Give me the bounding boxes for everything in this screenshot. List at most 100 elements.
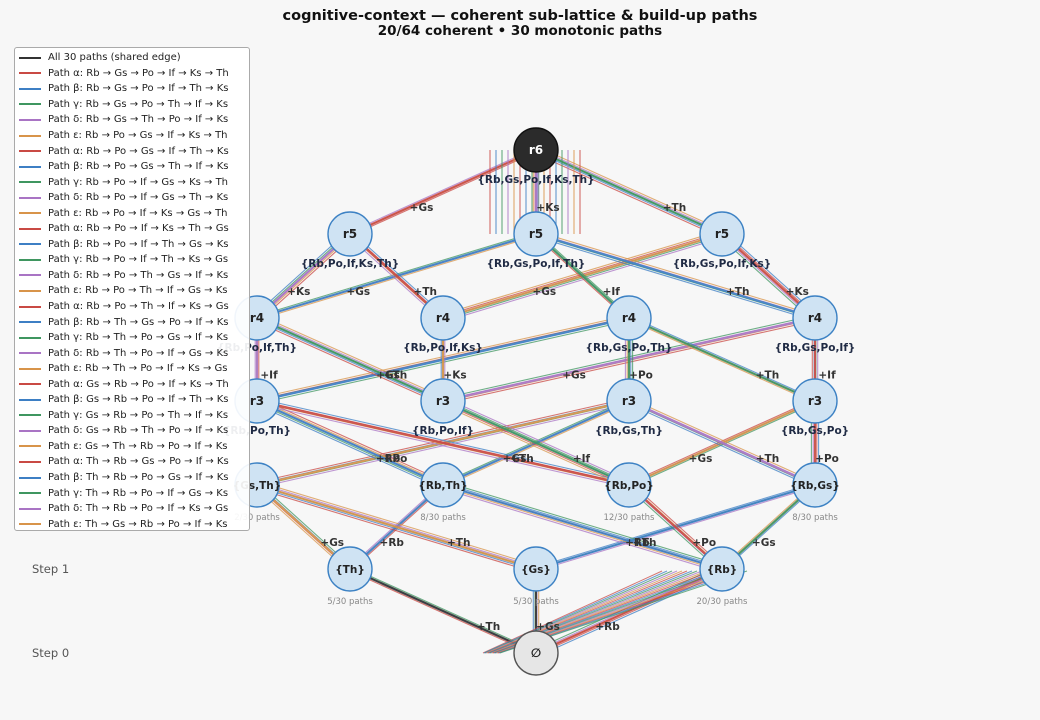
bottom-fan-strand bbox=[486, 570, 683, 654]
node-circle bbox=[606, 295, 652, 341]
edge-r3b-r4a bbox=[255, 314, 445, 405]
legend-label: Path ε: Rb → Po → If → Ks → Gs → Th bbox=[48, 207, 228, 219]
legend-swatch bbox=[19, 460, 41, 463]
legend-label: Path β: Rb → Po → If → Th → Gs → Ks bbox=[48, 238, 229, 250]
edge-label: +If bbox=[573, 453, 591, 465]
legend-item: Path β: Gs → Rb → Po → If → Th → Ks bbox=[19, 392, 245, 408]
node-label: {Th} bbox=[335, 564, 365, 576]
node-circle bbox=[606, 462, 652, 508]
edge-strand bbox=[444, 397, 631, 483]
edge-rbth-r3a bbox=[255, 397, 445, 489]
legend-swatch bbox=[19, 289, 41, 292]
legend-swatch bbox=[19, 305, 41, 308]
edge-strand bbox=[258, 314, 445, 399]
edge-main-stroke bbox=[535, 232, 816, 320]
edge-r5a-r6 bbox=[349, 147, 537, 237]
figure-title: cognitive-context — coherent sub-lattice… bbox=[283, 8, 758, 24]
legend-item: Path α: Rb → Po → Th → If → Ks → Gs bbox=[19, 299, 245, 315]
edge-main-stroke bbox=[535, 148, 723, 236]
edge-strand bbox=[536, 570, 723, 656]
edge-strand bbox=[629, 315, 816, 400]
legend-swatch bbox=[19, 274, 41, 277]
legend-label: Path α: Rb → Po → If → Ks → Th → Gs bbox=[48, 223, 229, 235]
legend-label: Path β: Rb → Th → Gs → Po → If → Ks bbox=[48, 316, 229, 328]
legend-item: Path ε: Th → Gs → Rb → Po → If → Ks bbox=[19, 516, 245, 532]
node-r3c: r3{Rb,Gs,Th} bbox=[595, 378, 663, 437]
edge-strand bbox=[443, 398, 630, 484]
node-label: {Rb,Po} bbox=[604, 480, 653, 492]
edge-label: +Gs bbox=[410, 202, 434, 214]
node-r5a: r5{Rb,Po,If,Ks,Th} bbox=[301, 211, 399, 270]
edge-label: +Rb bbox=[380, 537, 405, 549]
legend-item: Path γ: Rb → Gs → Po → Th → If → Ks bbox=[19, 97, 245, 113]
edge-main-stroke bbox=[628, 399, 816, 487]
node-r5b: r5{Rb,Gs,Po,If,Th} bbox=[487, 211, 585, 270]
edge-label: +Th bbox=[414, 286, 437, 298]
edge-strand bbox=[255, 320, 442, 405]
edge-label: +Th bbox=[510, 453, 533, 465]
node-set-label: {Rb,Gs,Po,If} bbox=[775, 342, 856, 354]
legend-swatch bbox=[19, 165, 41, 168]
edge-strand bbox=[255, 487, 536, 573]
legend-item: Path α: Gs → Rb → Po → If → Ks → Th bbox=[19, 376, 245, 392]
node-label: r4 bbox=[436, 311, 450, 325]
edge-strand bbox=[350, 566, 537, 652]
legend-item: Path β: Rb → Po → If → Th → Gs → Ks bbox=[19, 237, 245, 253]
bottom-fan-strand bbox=[482, 570, 663, 654]
node-layer: ∅{Th}5/30 paths{Gs}5/30 paths{Rb}20/30 p… bbox=[217, 127, 856, 676]
node-path-count: 8/30 paths bbox=[792, 513, 838, 523]
legend-swatch bbox=[19, 87, 41, 90]
edge-strand bbox=[257, 397, 630, 483]
node-circle bbox=[513, 127, 559, 173]
legend-label: Path γ: Rb → Gs → Po → Th → If → Ks bbox=[48, 98, 229, 110]
legend-item: Path α: Rb → Po → If → Ks → Th → Gs bbox=[19, 221, 245, 237]
edge-label: +Th bbox=[756, 453, 779, 465]
legend-item: Path γ: Rb → Th → Po → Gs → If → Ks bbox=[19, 330, 245, 346]
node-circle bbox=[699, 546, 745, 592]
legend-item: Path γ: Rb → Po → If → Gs → Ks → Th bbox=[19, 174, 245, 190]
edge-strand bbox=[443, 482, 723, 568]
bottom-fan-strand bbox=[484, 570, 673, 654]
legend-item: Path δ: Rb → Po → If → Gs → Th → Ks bbox=[19, 190, 245, 206]
node-set-label: {Rb,Gs,Po,Th} bbox=[586, 342, 673, 354]
edge-label: +Po bbox=[629, 369, 653, 381]
edge-label: +Ks bbox=[443, 369, 466, 381]
edge-strand bbox=[257, 481, 538, 567]
legend-label: Path δ: Rb → Th → Po → If → Gs → Ks bbox=[48, 347, 229, 359]
legend-item: Path δ: Gs → Rb → Th → Po → If → Ks bbox=[19, 423, 245, 439]
edge-strand bbox=[256, 486, 536, 572]
edge-label: +Th bbox=[726, 286, 749, 298]
node-circle bbox=[792, 295, 838, 341]
edge-strand bbox=[349, 147, 536, 233]
legend-label: All 30 paths (shared edge) bbox=[48, 52, 181, 64]
path-legend: All 30 paths (shared edge)Path α: Rb → G… bbox=[14, 47, 250, 531]
edge-main-stroke bbox=[535, 567, 723, 655]
node-set-label: {Rb,Gs,Po,If,Ks} bbox=[673, 258, 772, 270]
legend-item: Path δ: Rb → Gs → Th → Po → If → Ks bbox=[19, 112, 245, 128]
edge-label: +Po bbox=[384, 453, 408, 465]
legend-swatch bbox=[19, 56, 41, 59]
node-label: {Rb} bbox=[707, 564, 738, 576]
node-r6: r6{Rb,Gs,Po,If,Ks,Th} bbox=[477, 127, 595, 186]
node-circle bbox=[699, 211, 745, 257]
node-circle bbox=[792, 462, 838, 508]
edge-label: +Rb bbox=[595, 621, 620, 633]
legend-label: Path δ: Rb → Gs → Th → Po → If → Ks bbox=[48, 114, 229, 126]
node-circle bbox=[792, 378, 838, 424]
step-1-label: Step 1 bbox=[32, 562, 69, 576]
node-label: ∅ bbox=[531, 646, 541, 660]
edge-label: +Gs bbox=[320, 537, 344, 549]
node-circle bbox=[420, 295, 466, 341]
legend-swatch bbox=[19, 336, 41, 339]
edge-strand bbox=[257, 315, 444, 400]
edge-r4d-r5b bbox=[535, 230, 816, 322]
legend-label: Path ε: Gs → Th → Rb → Po → If → Ks bbox=[48, 440, 228, 452]
edge-rbpo-r3a bbox=[256, 397, 630, 489]
legend-swatch bbox=[19, 103, 41, 106]
legend-swatch bbox=[19, 476, 41, 479]
edge-label: +Ks bbox=[786, 286, 809, 298]
edge-label: +Rb bbox=[376, 453, 401, 465]
edge-label: +Gs bbox=[752, 537, 776, 549]
edge-label: +If bbox=[818, 369, 836, 381]
edge-label: +Ks bbox=[536, 202, 559, 214]
